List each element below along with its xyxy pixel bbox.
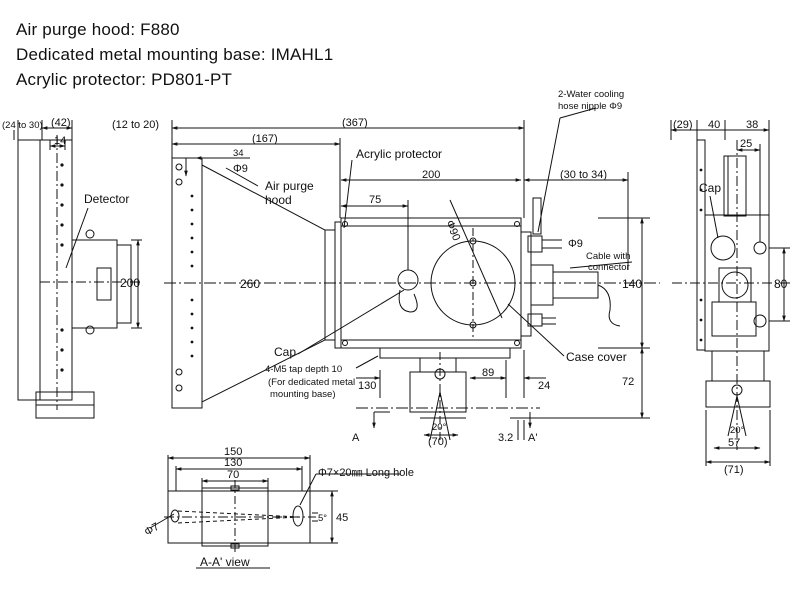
- dim-29: (29): [673, 119, 693, 131]
- long-hole-label: Φ7×20㎜ Long hole: [318, 467, 414, 479]
- dim-367: (367): [342, 117, 368, 129]
- a-a-view: [149, 455, 400, 569]
- cap-label-front: Cap: [274, 345, 296, 359]
- left-side-view: [13, 120, 142, 419]
- hood-bolt-holes: [175, 163, 520, 392]
- dim-20deg-front: 20°: [432, 422, 447, 433]
- dim-40: 40: [708, 119, 720, 131]
- acrylic-protector-label: Acrylic protector: [356, 147, 442, 161]
- dim-71: (71): [724, 464, 744, 476]
- tap-label-2: (For dedicated metal: [268, 377, 355, 388]
- cable-label-2: connector: [588, 262, 630, 273]
- dim-130: 130: [358, 380, 376, 392]
- section-label-a: A: [352, 432, 360, 444]
- dim-260: 260: [240, 277, 260, 291]
- right-side-view: [670, 120, 790, 466]
- dim-34: 34: [233, 148, 244, 159]
- dim-167: (167): [252, 133, 278, 145]
- detector-label: Detector: [84, 192, 129, 206]
- dim-70-bottom: 70: [227, 469, 239, 481]
- left-view-bolt-dots: [60, 163, 64, 372]
- tap-label: 4-M5 tap depth 10: [265, 364, 342, 375]
- dim-5deg: 5°: [318, 513, 327, 524]
- hood-edge-dots: [190, 194, 194, 358]
- dim-150: 150: [224, 446, 242, 458]
- dim-38: 38: [746, 119, 758, 131]
- dim-80: 80: [774, 277, 788, 291]
- dim-phi9-nipple: Φ9: [568, 238, 583, 250]
- water-cooling-label: 2-Water cooling: [558, 89, 624, 100]
- dim-72: 72: [622, 376, 634, 388]
- dim-30-to-34: (30 to 34): [560, 169, 607, 181]
- case-cover-label: Case cover: [566, 350, 627, 364]
- dim-75: 75: [369, 194, 381, 206]
- dim-25: 25: [740, 138, 752, 150]
- dim-57: 57: [728, 437, 740, 449]
- dim-200-top: 200: [422, 169, 440, 181]
- title-acrylic-protector: Acrylic protector: PD801-PT: [16, 70, 233, 89]
- dim-phi9-hood: Φ9: [233, 163, 248, 175]
- dim-70-paren: (70): [428, 436, 448, 448]
- dim-24: 24: [538, 380, 550, 392]
- dim-45: 45: [336, 512, 348, 524]
- dim-89: 89: [482, 367, 494, 379]
- dim-200-left: 200: [120, 276, 140, 290]
- dim-42: (42): [51, 117, 71, 129]
- dim-12-to-20: (12 to 20): [112, 119, 159, 131]
- title-air-purge-hood: Air purge hood: F880: [16, 20, 180, 39]
- right-view-edge-dots: [699, 168, 703, 342]
- air-purge-hood-label-2: hood: [265, 193, 292, 207]
- dim-14: 14: [54, 135, 66, 147]
- tap-label-3: mounting base): [270, 389, 335, 400]
- dim-24-to-30: (24 to 30): [2, 120, 43, 131]
- dim-140: 140: [622, 277, 642, 291]
- cable-label: Cable with: [586, 251, 630, 262]
- dim-130-bottom: 130: [224, 457, 242, 469]
- dim-20deg-right: 20°: [730, 425, 745, 436]
- water-cooling-label-2: hose nipple Φ9: [558, 101, 622, 112]
- air-purge-hood-label: Air purge: [265, 179, 314, 193]
- cap-label-right: Cap: [699, 181, 721, 195]
- view-title-a-a: A-A' view: [200, 555, 250, 569]
- section-label-a-prime: A': [528, 432, 537, 444]
- dim-3-2: 3.2: [498, 432, 513, 444]
- front-view: [164, 107, 660, 441]
- title-mounting-base: Dedicated metal mounting base: IMAHL1: [16, 45, 334, 64]
